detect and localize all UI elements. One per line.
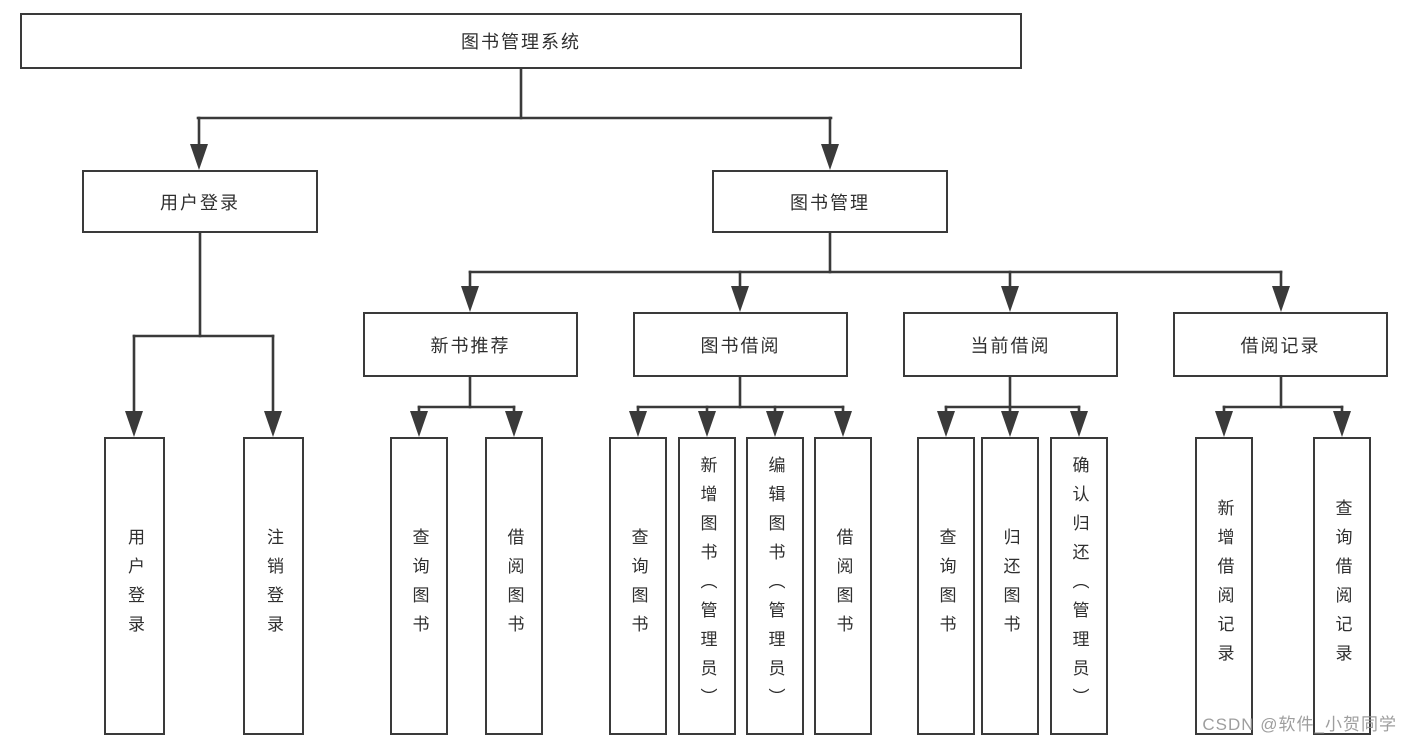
node-current-borrow: 当前借阅 xyxy=(903,312,1118,377)
leaf-query-books-borrow-label: 查询图书 xyxy=(628,528,648,644)
leaf-borrow-books: 借阅图书 xyxy=(814,437,872,735)
leaf-add-book-admin: 新增图书（管理员） xyxy=(678,437,736,735)
node-book-borrow-label: 图书借阅 xyxy=(700,335,781,356)
leaf-add-borrow-record-label: 新增借阅记录 xyxy=(1214,499,1234,673)
leaf-user-login: 用户登录 xyxy=(104,437,165,735)
node-book-borrow: 图书借阅 xyxy=(633,312,848,377)
leaf-confirm-return-admin-label: 确认归还（管理员） xyxy=(1069,455,1089,717)
leaf-query-books-borrow: 查询图书 xyxy=(609,437,667,735)
leaf-query-books-recommend-label: 查询图书 xyxy=(409,528,429,644)
leaf-edit-book-admin-label: 编辑图书（管理员） xyxy=(765,455,785,717)
leaf-query-books-current: 查询图书 xyxy=(917,437,975,735)
leaf-borrow-books-recommend-label: 借阅图书 xyxy=(504,528,524,644)
node-new-book-recommend-label: 新书推荐 xyxy=(430,335,511,356)
node-current-borrow-label: 当前借阅 xyxy=(970,335,1051,356)
node-root-label: 图书管理系统 xyxy=(461,32,581,52)
leaf-user-login-label: 用户登录 xyxy=(125,528,144,644)
leaf-query-books-recommend: 查询图书 xyxy=(390,437,448,735)
csdn-watermark: CSDN @软件_小贺同学 xyxy=(1202,715,1397,734)
leaf-return-books-label: 归还图书 xyxy=(1000,528,1020,644)
leaf-add-borrow-record: 新增借阅记录 xyxy=(1195,437,1253,735)
leaf-return-books: 归还图书 xyxy=(981,437,1039,735)
leaf-borrow-books-label: 借阅图书 xyxy=(833,528,853,644)
leaf-borrow-books-recommend: 借阅图书 xyxy=(485,437,543,735)
leaf-confirm-return-admin: 确认归还（管理员） xyxy=(1050,437,1108,735)
leaf-add-book-admin-label: 新增图书（管理员） xyxy=(697,455,717,717)
node-borrow-records-label: 借阅记录 xyxy=(1240,335,1321,356)
node-book-management-label: 图书管理 xyxy=(790,192,870,213)
leaf-query-borrow-record: 查询借阅记录 xyxy=(1313,437,1371,735)
node-new-book-recommend: 新书推荐 xyxy=(363,312,578,377)
node-user-login: 用户登录 xyxy=(82,170,318,233)
leaf-logout-label: 注销登录 xyxy=(264,528,283,644)
node-root: 图书管理系统 xyxy=(20,13,1022,69)
node-user-login-label: 用户登录 xyxy=(160,192,240,213)
leaf-query-books-current-label: 查询图书 xyxy=(936,528,956,644)
leaf-edit-book-admin: 编辑图书（管理员） xyxy=(746,437,804,735)
node-book-management: 图书管理 xyxy=(712,170,948,233)
leaf-logout: 注销登录 xyxy=(243,437,304,735)
leaf-query-borrow-record-label: 查询借阅记录 xyxy=(1332,499,1352,673)
node-borrow-records: 借阅记录 xyxy=(1173,312,1388,377)
